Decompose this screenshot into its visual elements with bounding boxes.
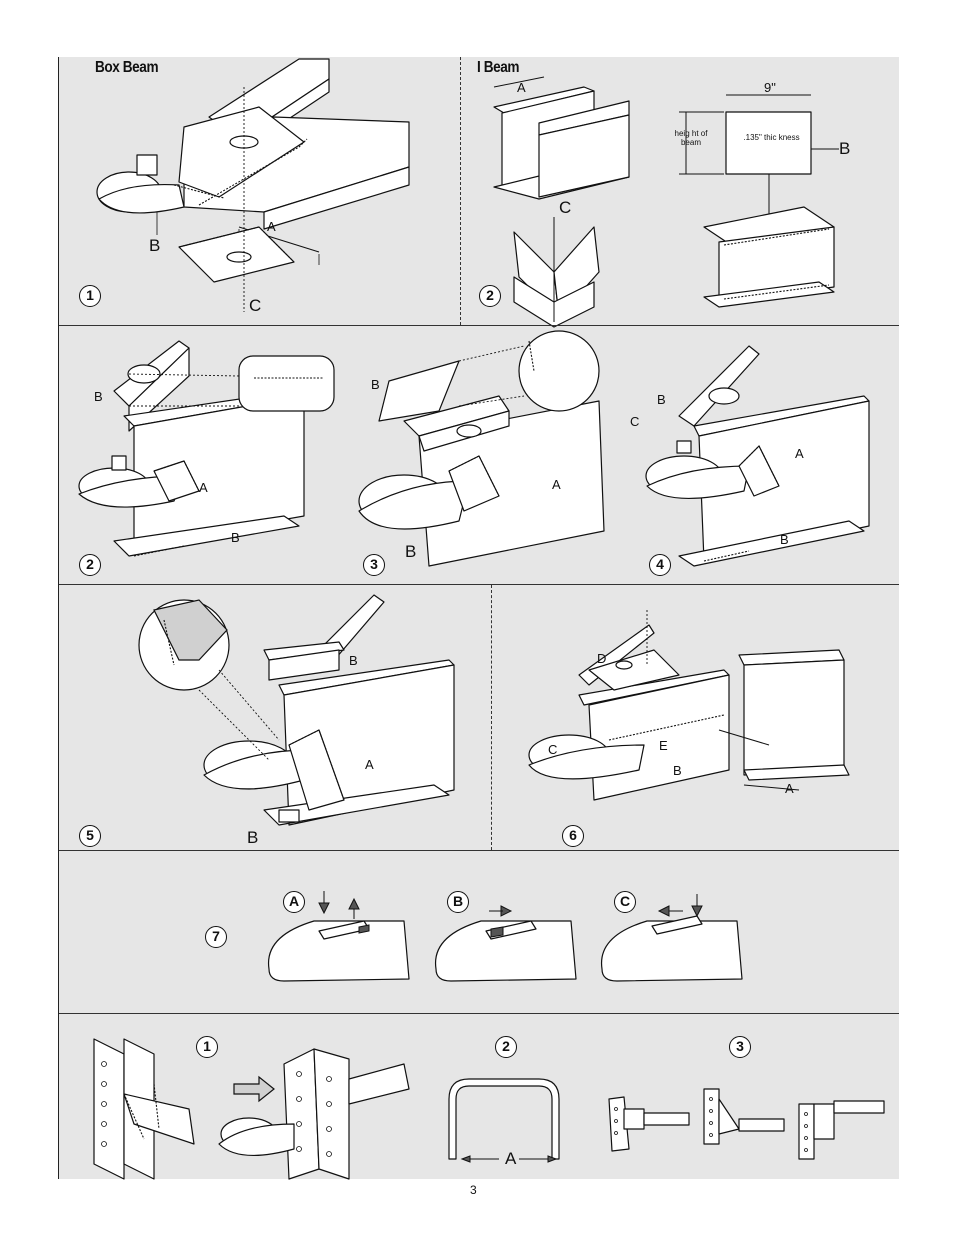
row-2: B A B 2 B A B 3 [59,326,899,584]
instruction-sheet: Box Beam I Beam A B C 1 [58,57,899,1180]
i-beam-illustration [493,76,839,328]
mount-step-3-illustration [608,1088,885,1160]
step-4-illustration [645,345,870,567]
mount-step-2-illustration [448,1078,560,1163]
step-2-label-b-top: B [94,389,103,404]
divider-4 [59,1013,899,1014]
latch-step-c-badge: C [614,891,636,913]
row-4: 7 A B C [59,851,899,1013]
step-6-label-c: C [548,742,558,757]
i-beam-label-a: A [517,80,526,95]
row-1-divider [460,57,461,325]
box-beam-illustration [96,58,410,312]
step-3-label-a: A [552,477,561,492]
mount-step-1-illustration [93,1038,410,1180]
i-beam-step-number: 2 [479,285,501,307]
row-3-divider [491,585,492,850]
latch-step-c-illustration [600,894,743,982]
step-6-label-d: D [597,651,607,666]
step-2-illustration [78,340,335,557]
step-6-illustration [528,610,850,801]
i-beam-label-c: C [559,198,572,217]
box-beam-label-c: C [249,296,262,315]
i-beam-spec-height: heig ht of beam [674,129,708,147]
row-1: Box Beam I Beam A B C 1 [59,57,899,328]
latch-step-b-badge: B [447,891,469,913]
step-2-label-b-bottom: B [231,530,240,545]
step-3-label-b-bottom: B [405,542,417,561]
divider-2 [59,584,899,585]
step-5-label-b-bottom: B [247,828,259,847]
i-beam-spec-width: 9" [764,80,776,95]
step-2-number: 2 [79,554,101,576]
row-5: 1 2 3 [59,1014,899,1180]
divider-3 [59,850,899,851]
step-5-illustration [138,594,455,826]
step-5-label-a: A [365,757,374,772]
step-4-label-c: C [630,414,640,429]
step-5-number: 5 [79,825,101,847]
step-6-label-e: E [659,738,668,753]
row-3: B A B 5 D C E B A 6 [59,585,899,850]
box-beam-title: Box Beam [95,59,159,76]
mount-step-2-label-a: A [505,1149,517,1168]
i-beam-title: I Beam [477,59,520,76]
step-4-number: 4 [649,554,671,576]
step-4-label-b-top: B [657,392,666,407]
step-4-label-b-bottom: B [780,532,789,547]
page-number: 3 [470,1183,477,1197]
step-6-label-b: B [673,763,682,778]
step-2-label-a: A [199,480,208,495]
i-beam-label-b: B [839,139,851,158]
i-beam-spec-thickness: .135" thic kness [743,133,800,142]
step-3-illustration [358,330,605,567]
row5-step-2-number: 2 [495,1036,517,1058]
latch-step-a-illustration [267,891,410,982]
step-6-label-a: A [785,781,794,796]
step-3-label-b-top: B [371,377,380,392]
box-beam-label-a: A [267,219,276,234]
latch-step-b-illustration [434,905,577,982]
step-6-number: 6 [562,825,584,847]
step-5-label-b-top: B [349,653,358,668]
step-7-number: 7 [205,926,227,948]
row5-step-3-number: 3 [729,1036,751,1058]
step-3-number: 3 [363,554,385,576]
latch-step-a-badge: A [283,891,305,913]
row5-step-1-number: 1 [196,1036,218,1058]
box-beam-step-number: 1 [79,285,101,307]
divider-1 [59,325,899,326]
step-4-label-a: A [795,446,804,461]
box-beam-label-b: B [149,236,161,255]
